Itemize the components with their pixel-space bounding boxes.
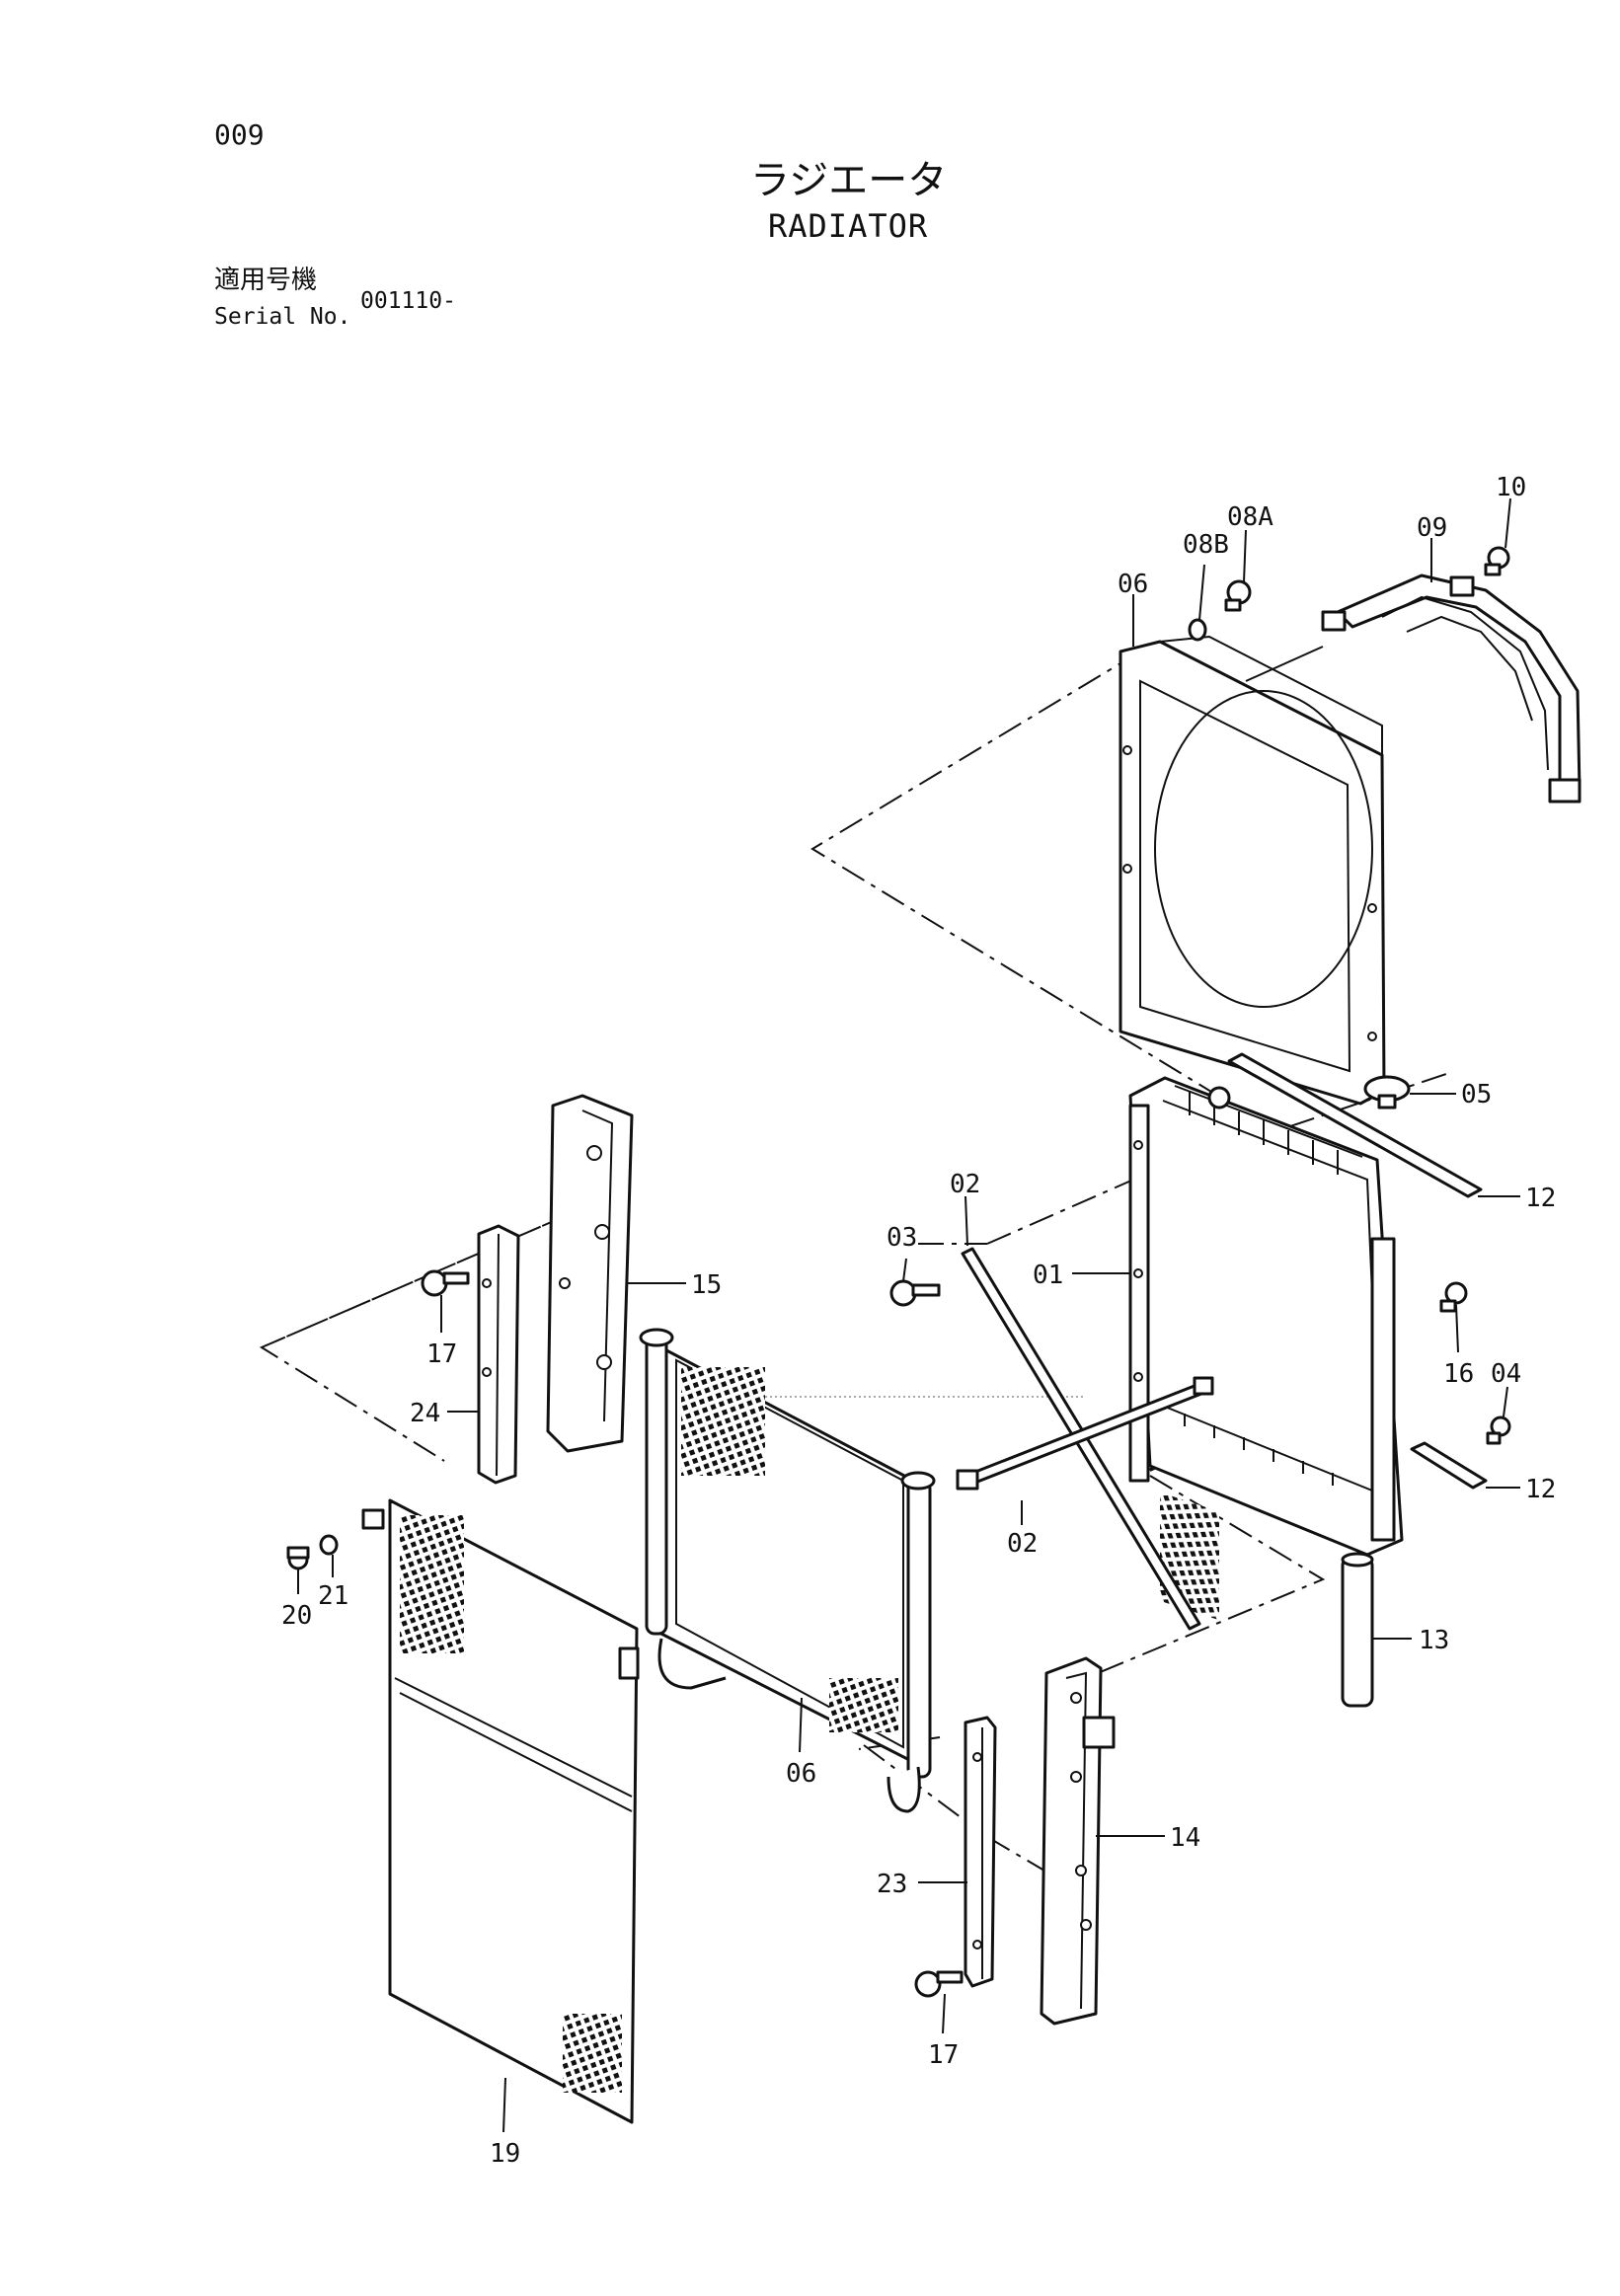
title-japanese: ラジエータ (750, 158, 948, 203)
part-screen-19 (361, 1498, 640, 2124)
part-radiator-core (1128, 1076, 1404, 1621)
part-strip-23 (964, 1716, 997, 1988)
serial-number-value: 001110- (360, 288, 456, 314)
callout-05: 05 (1461, 1080, 1492, 1110)
callout-24: 24 (410, 1399, 440, 1428)
page-number: 009 (214, 118, 265, 151)
callout-15: 15 (691, 1270, 722, 1300)
callout-08A: 08A (1227, 502, 1273, 532)
callout-12-lower: 12 (1525, 1475, 1556, 1504)
title-english: RADIATOR (768, 207, 929, 245)
callout-04: 04 (1491, 1359, 1521, 1389)
part-fasteners-top (1188, 546, 1510, 642)
callout-10: 10 (1496, 473, 1526, 502)
callout-08B: 08B (1183, 530, 1229, 560)
part-radiator-cap (1363, 1075, 1411, 1110)
callout-20: 20 (281, 1601, 312, 1631)
part-seal-strips (1227, 1052, 1488, 1490)
callout-16: 16 (1443, 1359, 1474, 1389)
part-bolts-right (1439, 1281, 1511, 1445)
callout-12-upper: 12 (1525, 1184, 1556, 1213)
part-bolts-17 (421, 1269, 964, 1998)
callout-09: 09 (1417, 513, 1447, 543)
callout-19: 19 (490, 2139, 520, 2169)
part-stay-rods (956, 1247, 1214, 1631)
callout-03: 03 (887, 1223, 917, 1253)
callout-21: 21 (318, 1581, 348, 1611)
callout-17-lower: 17 (928, 2040, 959, 2070)
part-bracket-14 (1040, 1656, 1116, 2026)
part-fan-guard (1245, 574, 1581, 804)
callout-07: 06 (1118, 570, 1148, 599)
part-strip-24 (477, 1224, 520, 1485)
part-fan-shroud (1119, 635, 1386, 1106)
part-drain-hose (1341, 1552, 1374, 1708)
callout-17-upper: 17 (426, 1339, 457, 1369)
callout-23: 23 (877, 1870, 907, 1899)
callout-labels: 06 08B 08A 09 10 05 12 12 13 01 02 03 16… (281, 473, 1556, 2169)
part-fasteners-20-21 (286, 1534, 339, 1570)
callout-06: 06 (786, 1759, 816, 1789)
part-bracket-15 (546, 1094, 634, 1453)
part-bolt-03 (889, 1279, 941, 1307)
serial-label-english: Serial No. (214, 304, 351, 330)
callout-02-upper: 02 (950, 1170, 980, 1199)
serial-label-japanese: 適用号機 (214, 266, 318, 295)
part-oil-cooler (639, 1328, 936, 1813)
callout-14: 14 (1170, 1823, 1200, 1853)
leader-lines (297, 497, 1520, 2133)
callout-01: 01 (1033, 1261, 1063, 1290)
callout-02-lower: 02 (1007, 1529, 1038, 1559)
callout-13: 13 (1419, 1626, 1449, 1655)
